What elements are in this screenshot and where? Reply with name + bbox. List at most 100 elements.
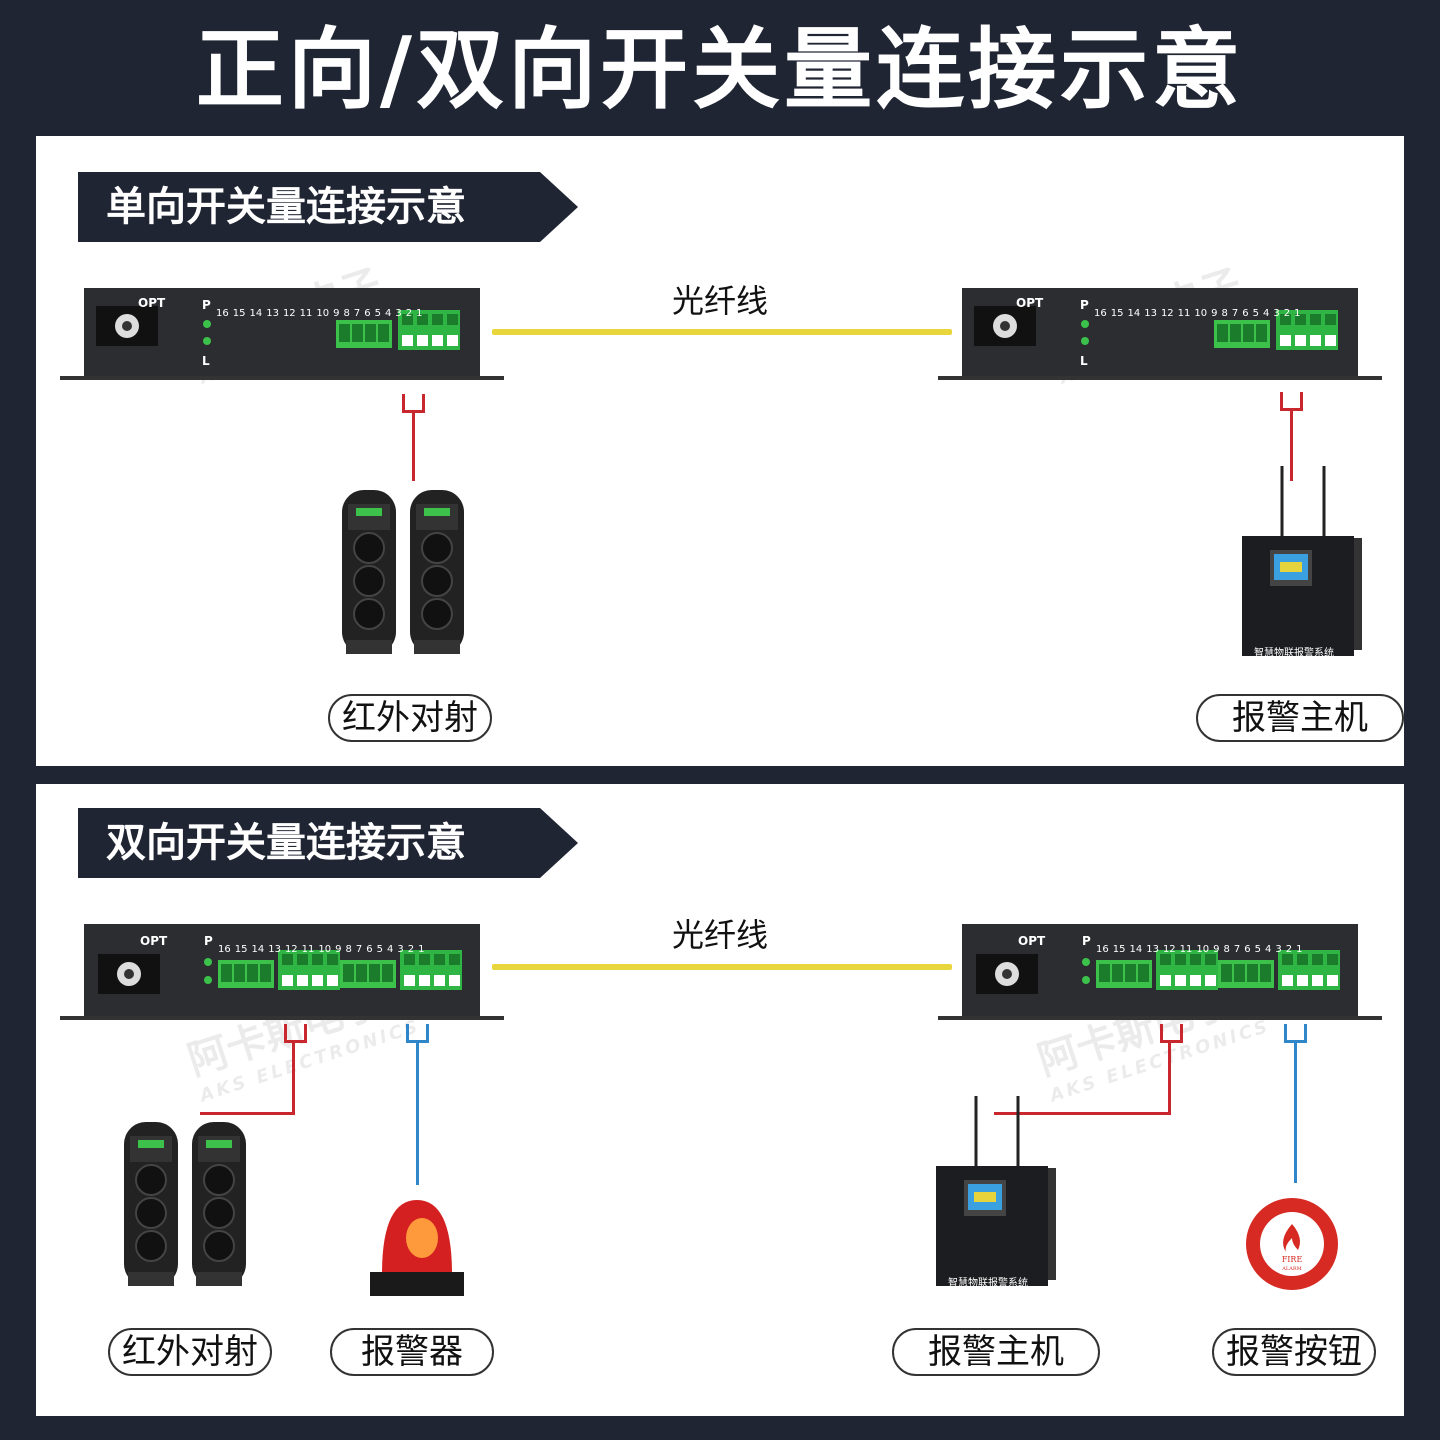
fiber-label: 光纤线 — [671, 282, 768, 320]
port-number: 15 — [1112, 944, 1126, 955]
port-number: 11 — [1179, 944, 1193, 955]
alarm-beacon — [370, 1200, 464, 1296]
port-number: 7 — [1231, 308, 1239, 319]
wire-blue — [416, 1043, 419, 1185]
port-number: 8 — [1221, 308, 1228, 319]
label-alarm: 报警器 — [330, 1328, 494, 1376]
port-label-p: P — [1082, 934, 1091, 948]
page-title: 正向/双向开关量连接示意 — [195, 18, 1245, 121]
fiber-label: 光纤线 — [671, 916, 768, 954]
port-number: 9 — [335, 944, 342, 955]
port-number: 8 — [345, 944, 352, 955]
port-number: 1 — [1294, 308, 1301, 319]
label-alarm-host: 报警主机 — [892, 1328, 1100, 1376]
port-number: 3 — [1275, 944, 1282, 955]
port-number: 4 — [1265, 944, 1272, 955]
infrared-beam-sensor — [124, 1122, 247, 1287]
fiber-transceiver-left — [60, 924, 504, 1020]
port-label-l: L — [202, 354, 210, 368]
fire-alarm-button: FIRE ALARM — [1246, 1198, 1338, 1290]
single-direction-banner: 单向开关量连接示意 — [78, 172, 578, 242]
wire-red — [200, 1112, 295, 1115]
port-number: 14 — [1127, 308, 1141, 319]
port-number: 5 — [376, 944, 384, 955]
fiber-cable — [492, 329, 952, 335]
port-number: 1 — [418, 944, 425, 955]
wire-connector — [1160, 1024, 1163, 1042]
port-number: 16 — [218, 944, 231, 955]
fiber-cable — [492, 964, 952, 970]
port-number: 2 — [1285, 944, 1293, 955]
fiber-transceiver-right — [938, 924, 1382, 1020]
alarm-text: ALARM — [1281, 1266, 1301, 1272]
port-number: 15 — [232, 308, 246, 319]
port-number: 8 — [343, 308, 350, 319]
port-number: 5 — [1254, 944, 1262, 955]
port-number: 14 — [1129, 944, 1143, 955]
port-label-p: P — [202, 298, 211, 312]
wire-connector — [1284, 1024, 1287, 1042]
port-number: 6 — [1242, 308, 1249, 319]
port-number: 2 — [405, 308, 413, 319]
port-number: 12 — [282, 308, 296, 319]
fire-text: FIRE — [1282, 1255, 1303, 1264]
port-number: 10 — [318, 944, 332, 955]
alarm-host-device — [936, 1096, 1058, 1288]
wire-connector — [402, 410, 425, 413]
port-number: 1 — [1296, 944, 1303, 955]
port-number: 3 — [397, 944, 404, 955]
port-number: 11 — [301, 944, 315, 955]
wire-connector — [406, 1024, 409, 1042]
fiber-transceiver-left — [60, 288, 504, 380]
wire-red — [412, 413, 415, 481]
wire-connector — [406, 1040, 429, 1043]
alarm-host-caption: 智慧物联报警系统 — [948, 1278, 1028, 1289]
port-label-p: P — [204, 934, 213, 948]
port-number: 7 — [355, 944, 363, 955]
alarm-host-device — [1242, 466, 1364, 658]
label-infrared: 红外对射 — [328, 694, 492, 742]
port-number: 4 — [385, 308, 392, 319]
fiber-transceiver-right — [938, 288, 1382, 380]
port-number: 16 — [1094, 308, 1107, 319]
port-number: 3 — [395, 308, 402, 319]
port-number: 9 — [333, 308, 340, 319]
port-number: 5 — [374, 308, 382, 319]
wire-red — [1290, 411, 1293, 481]
opt-label: OPT — [1016, 296, 1044, 310]
port-number: 14 — [249, 308, 263, 319]
wire-red — [1168, 1043, 1171, 1115]
port-number: 14 — [251, 944, 265, 955]
port-number: 3 — [1273, 308, 1280, 319]
port-number: 4 — [1263, 308, 1270, 319]
port-number: 4 — [387, 944, 394, 955]
port-number: 6 — [1244, 944, 1251, 955]
port-number: 13 — [268, 944, 281, 955]
wire-red — [292, 1043, 295, 1115]
port-number: 9 — [1211, 308, 1218, 319]
port-number: 2 — [1283, 308, 1291, 319]
port-number: 6 — [366, 944, 373, 955]
port-number: 10 — [1194, 308, 1208, 319]
port-number: 2 — [407, 944, 415, 955]
port-number: 11 — [1177, 308, 1191, 319]
opt-label: OPT — [138, 296, 166, 310]
wire-connector — [422, 394, 425, 412]
wire-red — [994, 1112, 1171, 1115]
port-label-p: P — [1080, 298, 1089, 312]
port-number: 10 — [1196, 944, 1210, 955]
wire-connector — [402, 394, 405, 412]
opt-label: OPT — [1018, 934, 1046, 948]
wire-connector — [1160, 1040, 1183, 1043]
wire-connector — [284, 1024, 287, 1042]
port-number: 11 — [299, 308, 313, 319]
port-number: 10 — [316, 308, 330, 319]
label-infrared: 红外对射 — [108, 1328, 272, 1376]
label-alarm-host: 报警主机 — [1196, 694, 1404, 742]
alarm-host-caption: 智慧物联报警系统 — [1254, 648, 1334, 659]
wire-connector — [1304, 1024, 1307, 1042]
wire-connector — [1300, 392, 1303, 410]
